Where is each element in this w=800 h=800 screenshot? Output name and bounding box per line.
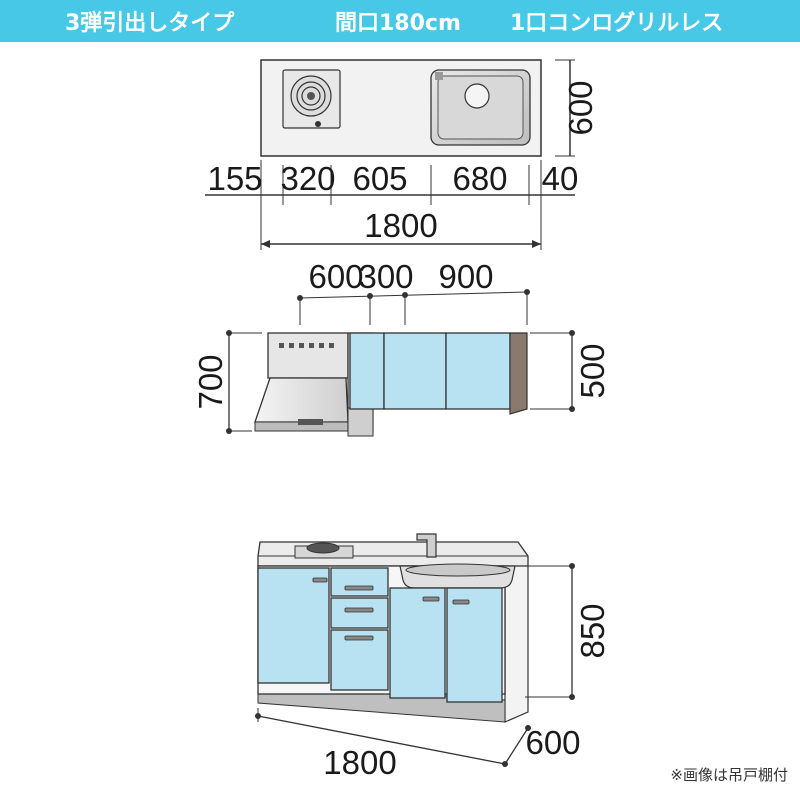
seg-155: 155 [207,160,262,197]
header-bar: 3弾引出しタイプ 間口180cm 1口コンログリルレス [0,0,800,42]
image-note: ※画像は吊戸棚付 [670,766,788,784]
wall-seg-300: 300 [358,258,413,295]
front-depth-label: 600 [525,724,580,761]
front-width-label: 1800 [323,744,396,781]
kitchen-drawing: 600 155 320 605 680 40 1800 600 300 900 [192,59,611,781]
top-view: 600 155 320 605 680 40 1800 [205,59,599,250]
wall-seg-900: 900 [438,258,493,295]
wall-seg-600: 600 [308,258,363,295]
stove-front [294,542,354,559]
front-view: 850 1800 600 [255,533,611,781]
range-hood [254,332,374,437]
sink-front [399,563,516,589]
front-height-label: 850 [574,603,611,658]
seg-680: 680 [452,160,507,197]
top-depth-label: 600 [562,80,599,135]
type-label: 3弾引出しタイプ [65,11,235,36]
seg-320: 320 [280,160,335,197]
stove-burner-top [282,69,341,129]
top-total-label: 1800 [364,207,437,244]
base-cabinet-doors [257,567,503,703]
seg-605: 605 [352,160,407,197]
sink-top [430,69,531,146]
width-label: 間口180cm [335,11,461,36]
faucet-front [416,533,437,558]
seg-40: 40 [542,160,579,197]
wall-cabinet-view: 600 300 900 [192,258,611,437]
wall-cabinets [349,332,528,415]
wall-cabinet-height-label: 500 [574,343,611,398]
stove-label: 1口コンログリルレス [510,11,724,36]
hood-height-label: 700 [192,354,229,409]
